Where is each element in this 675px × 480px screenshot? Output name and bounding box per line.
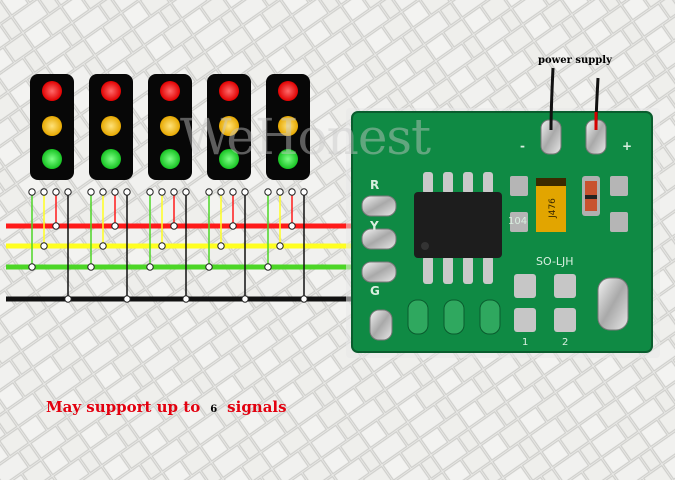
bus-junction [229, 222, 237, 230]
lead-terminal [158, 188, 166, 196]
pin-label-y: Y [370, 219, 379, 233]
lead-terminal [288, 188, 296, 196]
pad-g [361, 261, 397, 283]
lead-terminal [52, 188, 60, 196]
pad-y [361, 228, 397, 250]
lamp-red [219, 81, 239, 101]
lead-terminal [170, 188, 178, 196]
lead-terminal [40, 188, 48, 196]
solder-blob [597, 277, 629, 331]
bus-junction [146, 263, 154, 271]
pin-label-r: R [370, 178, 380, 192]
silk-code: SO-LJH [536, 255, 574, 268]
caption-number: 6 [210, 404, 218, 415]
caption: May support up to 6 signals [46, 398, 287, 416]
pad-gnd [369, 309, 393, 341]
lead-terminal [146, 188, 154, 196]
tantalum-capacitor: J476 [536, 178, 566, 232]
bus-junction [288, 222, 296, 230]
bus-junction [205, 263, 213, 271]
watermark: WeHonest [180, 108, 431, 166]
capacitor-code: J476 [548, 198, 558, 219]
caption-prefix: May support up to [46, 398, 201, 416]
lead-terminal [123, 188, 131, 196]
plus-label: + [622, 139, 633, 153]
lead-terminal [99, 188, 107, 196]
lead-terminal [87, 188, 95, 196]
power-lead-minus [549, 67, 555, 131]
bus-junction [99, 242, 107, 250]
lead-terminal [300, 188, 308, 196]
lead-terminal [241, 188, 249, 196]
bus-junction [264, 263, 272, 271]
lead-terminal [28, 188, 36, 196]
diode [582, 176, 600, 216]
lead-terminal [182, 188, 190, 196]
silk-num-2: 2 [562, 337, 569, 348]
lead-terminal [264, 188, 272, 196]
bus-junction [87, 263, 95, 271]
power-supply-label: power supply [538, 55, 612, 66]
lead-terminal [276, 188, 284, 196]
lamp-green [42, 149, 62, 169]
lamp-green [101, 149, 121, 169]
bus-junction [52, 222, 60, 230]
bus-junction [64, 295, 72, 303]
bus-junction [276, 242, 284, 250]
signal-head-2 [87, 74, 133, 303]
signal-head-1 [28, 74, 74, 303]
silk-num-1: 1 [522, 337, 529, 348]
controller-board: J476 [346, 67, 660, 358]
bus-junction [241, 295, 249, 303]
lamp-yellow [219, 116, 239, 136]
lamp-yellow [101, 116, 121, 136]
lamp-red [160, 81, 180, 101]
lamp-green [278, 149, 298, 169]
lamp-yellow [42, 116, 62, 136]
microcontroller-chip [414, 172, 502, 284]
lamp-yellow [160, 116, 180, 136]
bus-junction [170, 222, 178, 230]
signal-head-5 [264, 74, 310, 303]
bus-junction [28, 263, 36, 271]
silk-104: 104 [508, 216, 528, 227]
bus-junction [111, 222, 119, 230]
lead-terminal [217, 188, 225, 196]
signal-head-4 [205, 74, 251, 303]
caption-suffix: signals [227, 398, 287, 416]
signal-head-3 [146, 74, 192, 303]
lead-terminal [229, 188, 237, 196]
lamp-red [101, 81, 121, 101]
lamp-red [42, 81, 62, 101]
pin-label-g: G [370, 284, 380, 298]
pad-r [361, 195, 397, 217]
lamp-red [278, 81, 298, 101]
lead-terminal [111, 188, 119, 196]
lamp-green [219, 149, 239, 169]
bus-junction [182, 295, 190, 303]
bus-junction [300, 295, 308, 303]
lamp-yellow [278, 116, 298, 136]
lead-terminal [205, 188, 213, 196]
lamp-green [160, 149, 180, 169]
bus-junction [40, 242, 48, 250]
bus-junction [217, 242, 225, 250]
lead-terminal [64, 188, 72, 196]
bus-junction [158, 242, 166, 250]
bus-junction [123, 295, 131, 303]
minus-label: - [520, 139, 525, 153]
